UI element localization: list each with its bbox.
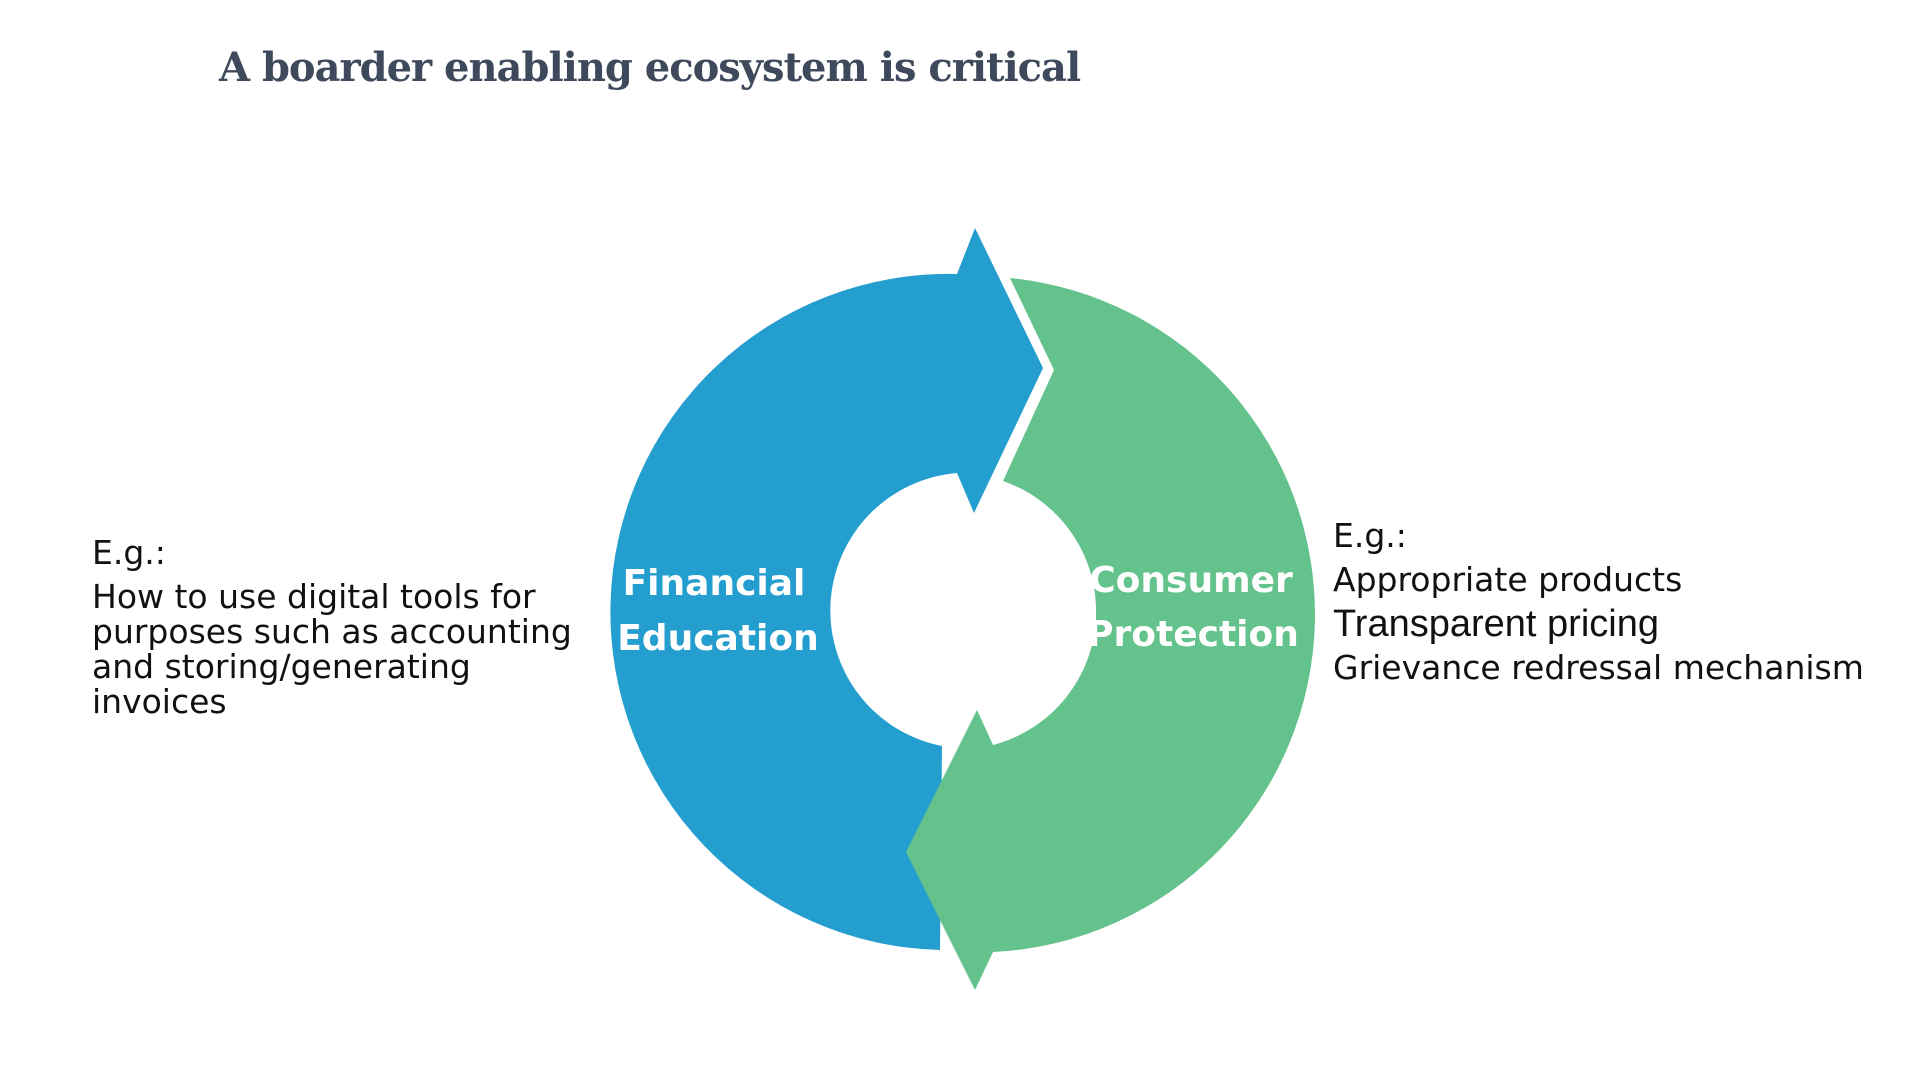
left-note-heading: E.g.: (92, 533, 166, 572)
slide-title: A boarder enabling ecosystem is critical (219, 44, 1081, 91)
left-note-line: purposes such as accounting (92, 612, 572, 651)
right-note-heading: E.g.: (1333, 516, 1407, 555)
financial-education-label-line2: Education (617, 618, 819, 659)
financial-education-arrow (610, 228, 1043, 950)
financial-education-label-line1: Financial (623, 563, 806, 604)
financial-education-examples: E.g.: How to use digital tools for purpo… (92, 535, 612, 719)
left-note-line: invoices (92, 682, 227, 721)
consumer-protection-examples: E.g.: Appropriate products Transparent p… (1333, 514, 1913, 690)
consumer-protection-label-line1: Consumer (1089, 560, 1293, 601)
right-note-item: Grievance redressal mechanism (1333, 648, 1864, 687)
right-note-item: Transparent pricing (1333, 603, 1659, 645)
consumer-protection-arrow (906, 278, 1315, 990)
left-note-line: and storing/generating (92, 647, 471, 686)
consumer-protection-label-line2: Protection (1087, 614, 1299, 655)
left-note-line: How to use digital tools for (92, 577, 536, 616)
right-note-item: Appropriate products (1333, 560, 1683, 599)
